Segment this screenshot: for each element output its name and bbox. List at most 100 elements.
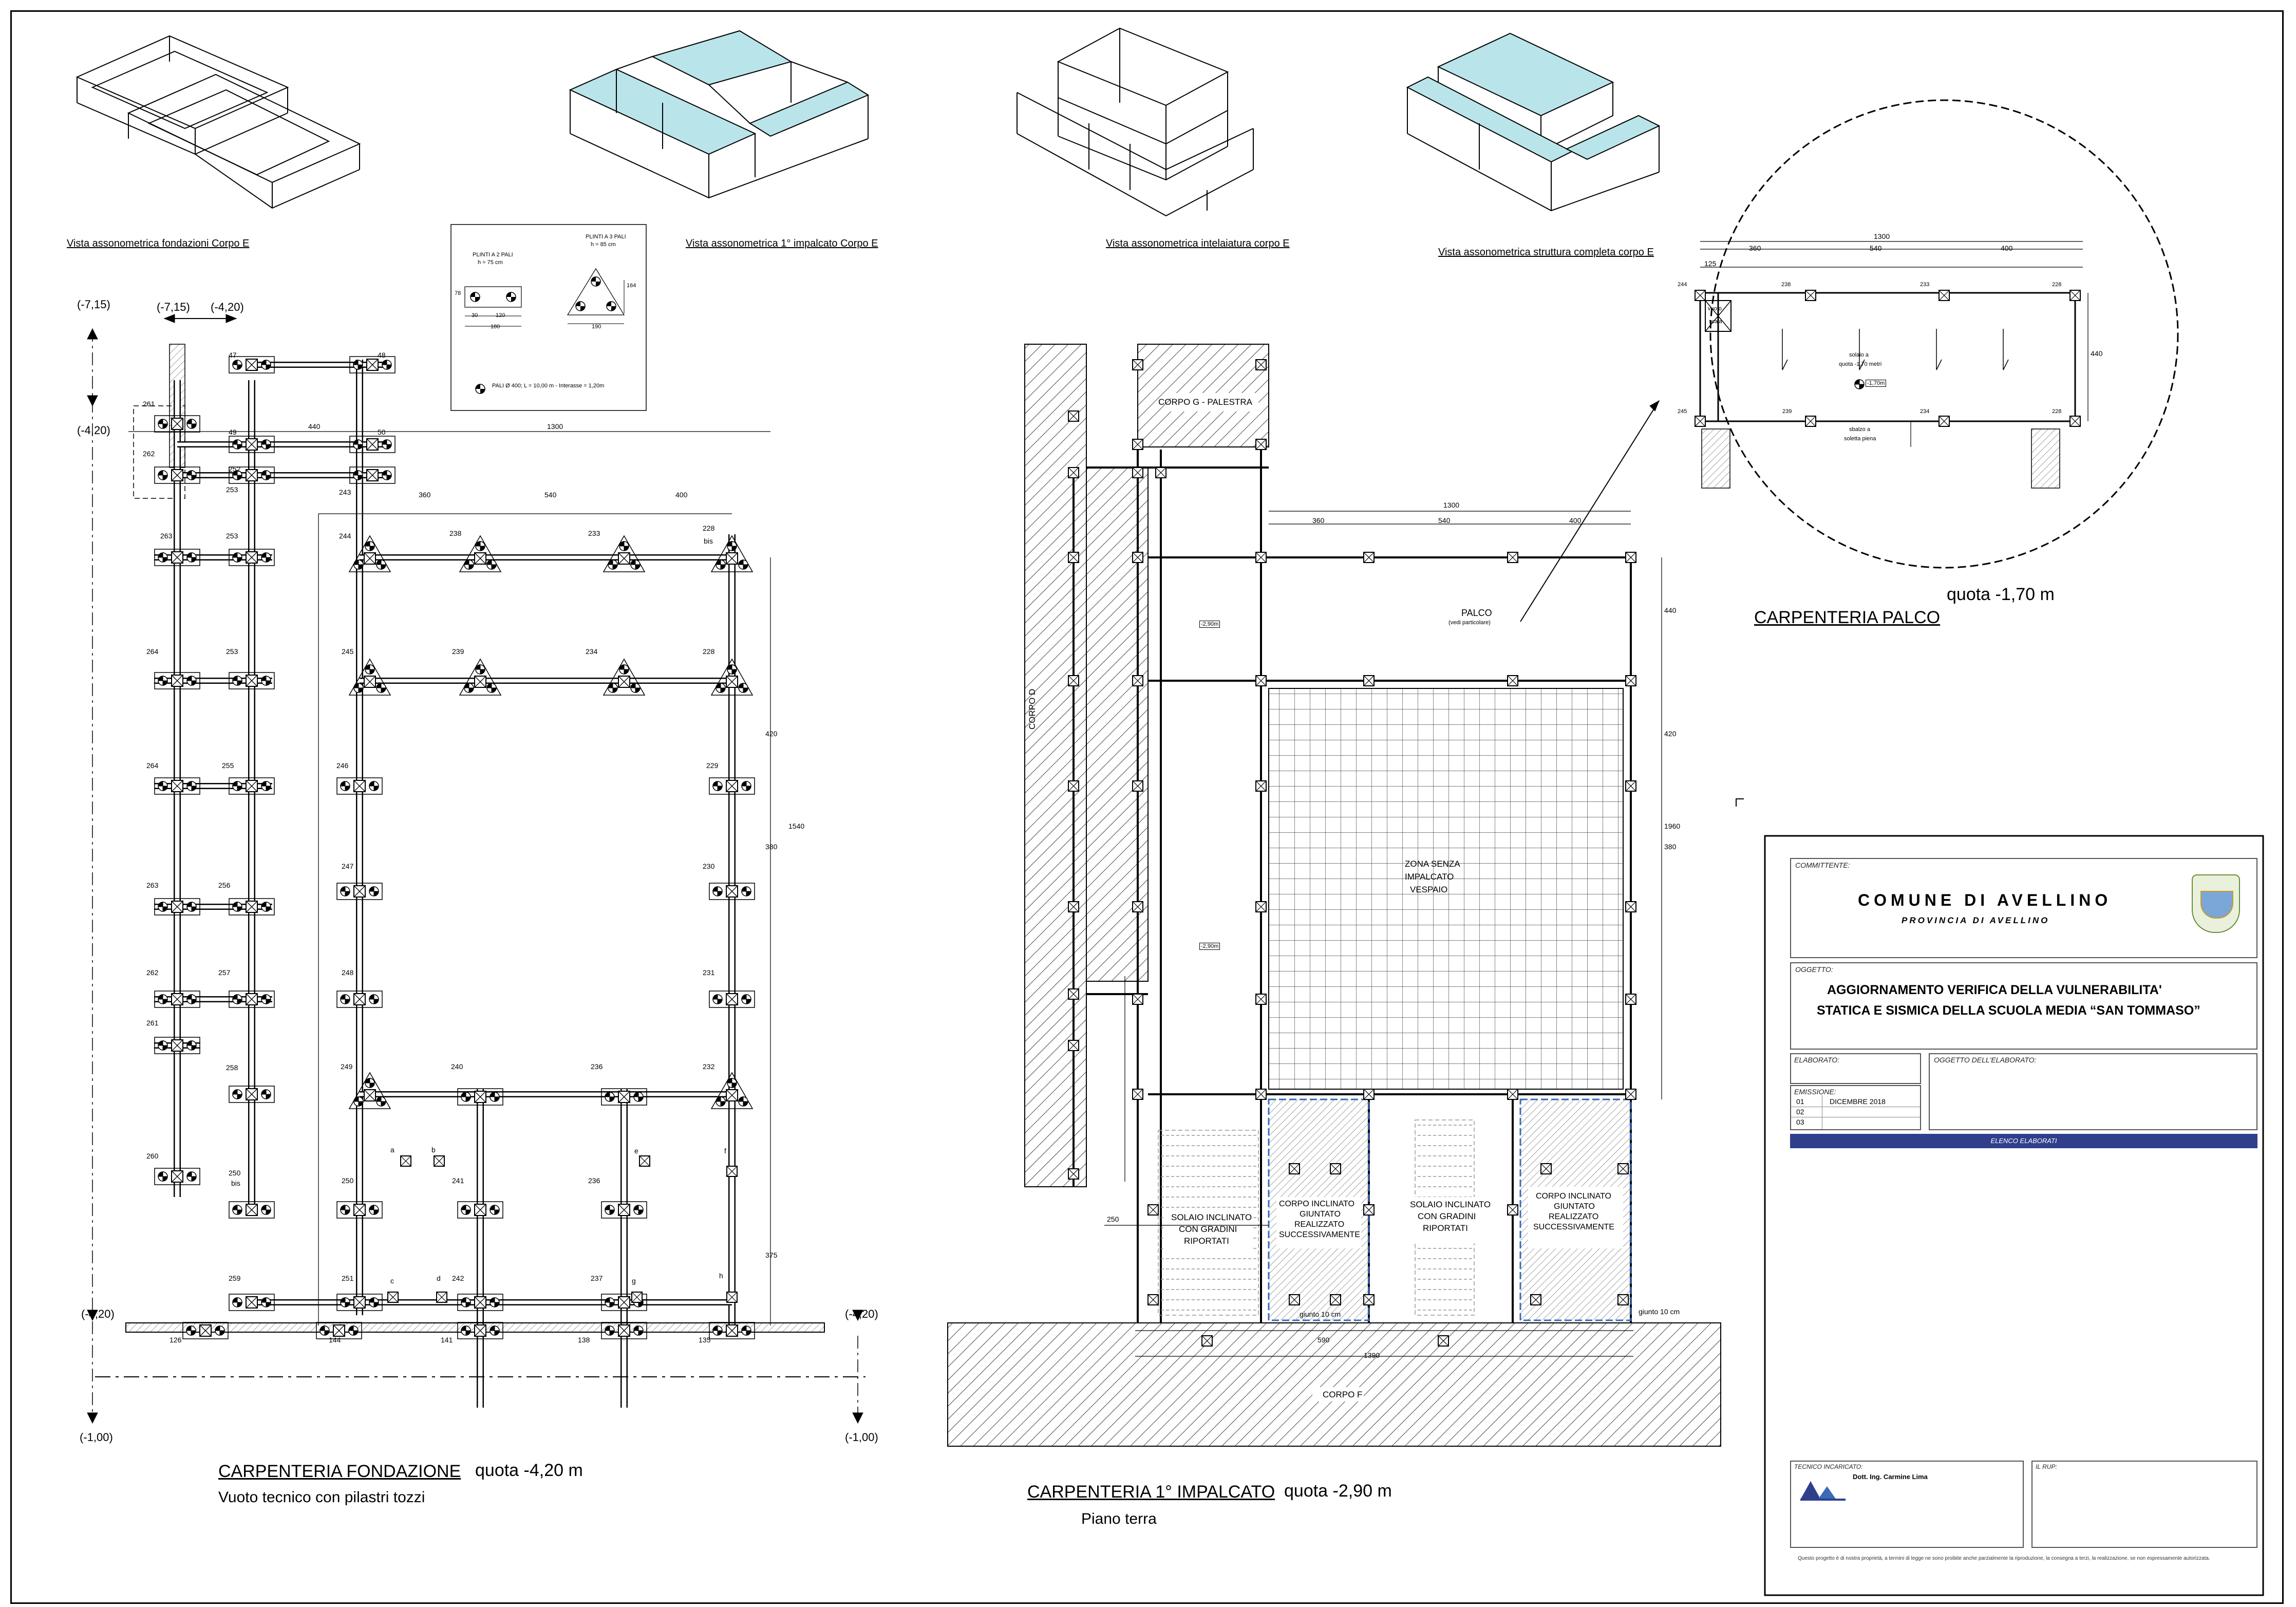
- node-label: 243: [339, 488, 351, 496]
- caption-axo-frame: Vista assonometrica intelaiatura corpo E: [1106, 238, 1290, 249]
- node-label: 261: [143, 400, 155, 408]
- tb-oggetto-elaborato-box: OGGETTO DELL'ELABORATO:: [1929, 1053, 2257, 1130]
- imp-dim-250: 250: [1107, 1215, 1119, 1223]
- fond-dim-400: 400: [675, 491, 688, 499]
- foundation-plan: [87, 314, 865, 1424]
- label-corpo-incl-1a: CORPO INCLINATO: [1279, 1200, 1354, 1208]
- palco-detail: [1695, 99, 2179, 569]
- palco-level: -1,70m: [1866, 380, 1887, 387]
- node-label: g: [632, 1277, 636, 1285]
- label-zona-3: VESPAIO: [1410, 885, 1448, 894]
- node-label: b: [431, 1146, 436, 1154]
- node-label: 251: [342, 1274, 354, 1282]
- label-palco: PALCO: [1461, 608, 1492, 618]
- drawing-sheet-border: [10, 10, 2284, 1604]
- node-label: 248: [342, 968, 354, 977]
- tb-emissione-box: EMISSIONE: 01 DICEMBRE 2018 02 03: [1790, 1085, 1921, 1130]
- tb-comune: COMUNE DI AVELLINO: [1858, 891, 2112, 909]
- label-corpo-g: CORPO G - PALESTRA: [1158, 397, 1252, 407]
- level-minus-4-20-b: (-4,20): [77, 424, 110, 437]
- node-label: 229: [706, 761, 719, 770]
- node-label: 253: [226, 647, 238, 656]
- level-minus-4-20-a: (-4,20): [211, 301, 244, 313]
- node-label: 233: [588, 529, 600, 537]
- level-minus-7-15-a: (-7,15): [77, 298, 110, 311]
- node-label: 49: [229, 428, 237, 436]
- level-minus-4-20-d: (-4,20): [845, 1307, 878, 1320]
- node-label: 256: [218, 881, 231, 889]
- node-label: 242: [452, 1274, 464, 1282]
- label-corpo-incl-2b: GIUNTATO: [1554, 1202, 1595, 1211]
- label-zona-2: IMPALCATO: [1405, 872, 1454, 882]
- tb-emissione-label: EMISSIONE:: [1794, 1088, 1836, 1096]
- palco-vuoto: vuoto: [1708, 306, 1722, 312]
- node-label: 231: [703, 968, 715, 977]
- legend-dim-180: 180: [491, 324, 500, 330]
- tb-emissione-2-n: 02: [1796, 1108, 1804, 1116]
- legend-dim-30: 30: [472, 312, 478, 319]
- node-label: a: [390, 1146, 394, 1154]
- node-label: 264: [146, 761, 159, 770]
- palco-solaio-2: quota -1,70 metri: [1839, 361, 1882, 367]
- node-label: 252: [229, 465, 241, 473]
- level-minus-1-00-b: (-1,00): [845, 1431, 878, 1444]
- node-label: 263: [146, 881, 159, 889]
- level-minus-7-15-b: (-7,15): [157, 301, 190, 313]
- palco-solaio-1: solaio a: [1849, 352, 1869, 358]
- fondazione-subtitle: Vuoto tecnico con pilastri tozzi: [218, 1489, 425, 1506]
- node-label: 238: [449, 529, 462, 537]
- node-label: 237: [591, 1274, 603, 1282]
- palco-dim-400: 400: [2001, 244, 2013, 252]
- fond-dim-440: 440: [308, 422, 321, 431]
- fondazione-title: CARPENTERIA FONDAZIONE: [218, 1462, 461, 1481]
- tb-elenco-elaborati-bar: ELENCO ELABORATI: [1790, 1134, 2257, 1148]
- palco-node: 239: [1782, 408, 1792, 415]
- tb-elaborato-box: ELABORATO:: [1790, 1053, 1921, 1084]
- tb-committente-box: COMMITTENTE: COMUNE DI AVELLINO PROVINCI…: [1790, 858, 2257, 958]
- node-label: 253: [226, 485, 238, 494]
- palco-title: CARPENTERIA PALCO: [1754, 608, 1941, 627]
- node-label: c: [390, 1277, 394, 1285]
- label-giunto-a: giunto 10 cm: [1639, 1307, 1680, 1316]
- node-label: 262: [143, 450, 155, 458]
- caption-axo-first-slab: Vista assonometrica 1° impalcato Corpo E: [686, 238, 878, 249]
- palco-sbalzo-2: soletta piena: [1844, 436, 1876, 442]
- imp-dim-360: 360: [1312, 516, 1325, 525]
- node-label: bis: [231, 1179, 240, 1187]
- imp-dim-590: 590: [1318, 1336, 1330, 1344]
- node-label: 261: [146, 1019, 159, 1027]
- imp-dim-440: 440: [1664, 606, 1677, 614]
- tb-provincia: PROVINCIA DI AVELLINO: [1902, 915, 2050, 925]
- node-label: 244: [339, 532, 351, 540]
- node-label: d: [437, 1274, 441, 1282]
- palco-node: 238: [1781, 282, 1791, 288]
- fondazione-quota: quota -4,20 m: [475, 1461, 583, 1480]
- label-corpo-f: CORPO F: [1323, 1390, 1363, 1399]
- imp-dim-420: 420: [1664, 730, 1677, 738]
- imp-dim-1960: 1960: [1664, 822, 1681, 830]
- tb-emissione-1-n: 01: [1796, 1097, 1804, 1106]
- node-label: e: [634, 1147, 638, 1155]
- palco-dim-540: 540: [1870, 244, 1882, 252]
- legend-pali: PALI Ø 400; L = 10,00 m - Interasse = 1,…: [492, 383, 605, 389]
- imp-level-b: -2,90m: [1199, 943, 1220, 950]
- legend-dim-120: 120: [496, 312, 505, 319]
- label-corpo-incl-3b: REALIZZATO: [1549, 1212, 1599, 1221]
- label-solaio-1a: SOLAIO INCLINATO: [1171, 1212, 1252, 1222]
- label-solaio-2a: CON GRADINI: [1179, 1224, 1237, 1234]
- tb-tecnico-box: TECNICO INCARICATO: Dott. Ing. Carmine L…: [1790, 1461, 2024, 1548]
- node-label: 250: [342, 1176, 354, 1185]
- label-solaio-3b: RIPORTATI: [1423, 1223, 1468, 1233]
- tb-emissione-3-n: 03: [1796, 1118, 1804, 1126]
- palco-node: 234: [1920, 408, 1930, 415]
- palco-node: 228: [2052, 282, 2062, 288]
- node-label: f: [724, 1147, 726, 1155]
- legend-p3-title: PLINTI A 3 PALI: [586, 234, 626, 240]
- impalcato-subtitle: Piano terra: [1081, 1510, 1157, 1527]
- palco-node: 228: [2052, 408, 2062, 415]
- node-label: 262: [146, 968, 159, 977]
- caption-axo-complete: Vista assonometrica struttura completa c…: [1438, 247, 1654, 258]
- node-label: 135: [699, 1336, 711, 1344]
- impalcato-quota: quota -2,90 m: [1284, 1481, 1392, 1501]
- first-slab-plan: [947, 344, 1721, 1447]
